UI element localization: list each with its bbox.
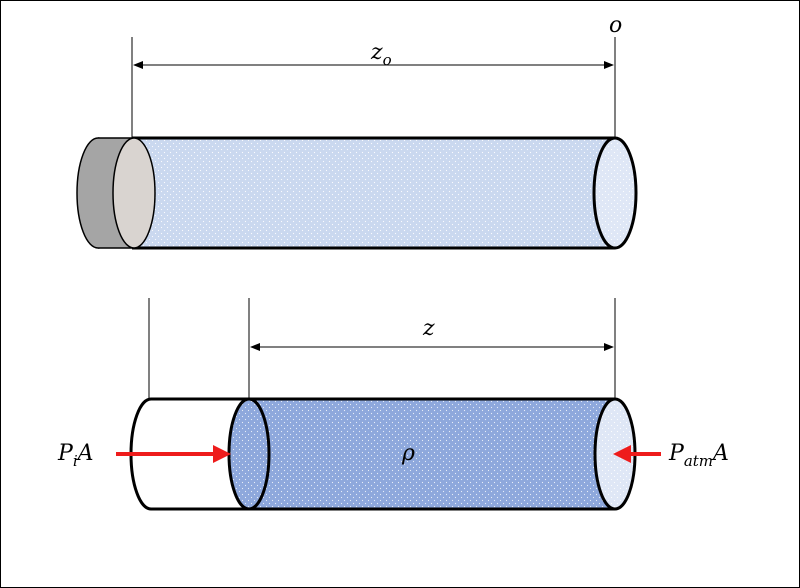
right-force-label: PatmA	[668, 441, 729, 470]
bottom-fluid-left-face	[227, 397, 271, 511]
top-fluid-body	[132, 138, 615, 248]
origin-label: o	[609, 13, 622, 38]
right-force-arrow	[613, 445, 661, 463]
bottom-dimension-label: z	[422, 316, 435, 341]
top-dimension-label: zo	[370, 40, 392, 69]
top-cylinder-group: zo o	[76, 13, 638, 250]
top-cylinder-right-end	[592, 136, 638, 250]
left-force-label: PiA	[57, 441, 94, 470]
density-label: ρ	[401, 441, 415, 466]
left-force-arrow	[116, 445, 231, 463]
bottom-fluid-body	[246, 399, 615, 509]
bottom-cylinder-group: z ρ PiA PatmA	[57, 298, 729, 511]
top-piston	[76, 137, 156, 249]
